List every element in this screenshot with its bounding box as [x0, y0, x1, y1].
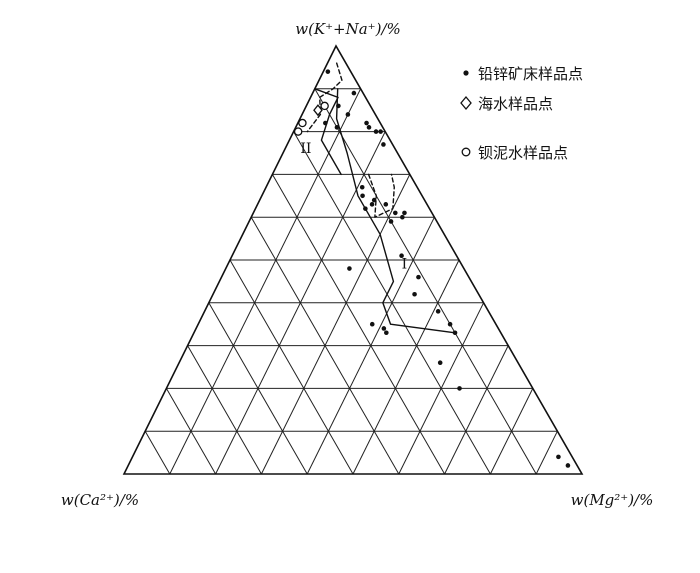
data-point-lead-zinc — [447, 321, 453, 327]
legend: 铅锌矿床样品点 海水样品点 钡泥水样品点 — [460, 65, 583, 162]
legend-entry-1: 海水样品点 — [460, 95, 553, 113]
data-point-barium-mud-water — [298, 118, 307, 128]
axis-label-right: w(Mg²⁺)/% — [571, 491, 654, 509]
data-point-lead-zinc — [336, 103, 341, 109]
data-point-lead-zinc — [381, 326, 387, 331]
data-point-lead-zinc — [416, 274, 421, 280]
grid-line — [229, 259, 354, 475]
data-point-lead-zinc — [565, 463, 571, 468]
data-point-lead-zinc — [325, 69, 331, 74]
data-point-lead-zinc — [556, 454, 561, 460]
data-point-lead-zinc — [399, 253, 404, 259]
data-point-lead-zinc — [369, 202, 375, 207]
legend-entry-2: 钡泥水样品点 — [461, 144, 568, 162]
data-point-lead-zinc — [351, 90, 357, 96]
data-point-lead-zinc — [435, 309, 441, 314]
data-point-barium-mud-water — [320, 101, 329, 111]
data-point-lead-zinc — [400, 214, 405, 220]
region-label-layer: III — [300, 141, 407, 273]
data-point-lead-zinc — [388, 219, 394, 224]
axis-label-top: w(K⁺+Na⁺)/% — [295, 20, 401, 38]
data-point-seawater — [313, 104, 323, 117]
data-point-lead-zinc — [381, 142, 386, 147]
axis-label-left: w(Ca²⁺)/% — [61, 491, 139, 509]
boundary-curve-2 — [306, 62, 343, 133]
grid-layer — [144, 88, 558, 475]
data-point-lead-zinc — [373, 129, 379, 134]
data-point-lead-zinc — [452, 330, 458, 336]
region-label-2: I — [402, 257, 408, 273]
data-point-lead-zinc — [457, 386, 462, 391]
data-point-lead-zinc — [323, 120, 328, 126]
region-label-1: II — [300, 141, 311, 157]
data-point-lead-zinc — [412, 291, 417, 297]
data-point-lead-zinc — [437, 360, 443, 366]
grid-line — [314, 88, 537, 475]
data-point-lead-zinc — [359, 184, 365, 190]
triangle-frame — [122, 44, 584, 475]
data-point-lead-zinc — [364, 120, 369, 126]
data-point-lead-zinc — [334, 125, 340, 130]
legend-entry-0: 铅锌矿床样品点 — [463, 65, 583, 83]
legend-marker-open-circle — [461, 147, 471, 157]
grid-line — [444, 345, 509, 475]
grid-line — [208, 302, 308, 475]
data-point-lead-zinc — [371, 197, 377, 203]
data-point-lead-zinc — [369, 321, 375, 327]
data-point-barium-mud-water — [293, 127, 303, 136]
grid-line — [260, 174, 411, 475]
grid-line — [144, 430, 171, 475]
data-point-lead-zinc — [366, 125, 372, 130]
data-point-lead-zinc — [378, 129, 383, 134]
grid-line — [352, 259, 460, 475]
grid-line — [187, 345, 262, 475]
legend-label-1: 海水样品点 — [478, 95, 553, 113]
grid-line — [535, 430, 558, 475]
legend-label-2: 钡泥水样品点 — [478, 144, 568, 162]
boundary-curve-1 — [314, 88, 342, 176]
data-point-lead-zinc — [393, 210, 398, 216]
data-point-lead-zinc — [383, 202, 389, 207]
point-layer — [293, 69, 571, 468]
data-point-lead-zinc — [363, 206, 368, 211]
boundary-curve-0 — [335, 88, 456, 334]
data-point-lead-zinc — [347, 266, 352, 271]
data-point-lead-zinc — [345, 112, 351, 117]
legend-marker-filled-dot — [463, 70, 469, 76]
data-point-lead-zinc — [402, 210, 407, 216]
data-point-lead-zinc — [384, 330, 389, 336]
grid-line — [165, 388, 217, 475]
legend-label-0: 铅锌矿床样品点 — [478, 65, 583, 83]
grid-line — [271, 174, 446, 475]
boundary-curve-3 — [367, 173, 395, 218]
data-point-lead-zinc — [360, 193, 365, 199]
boundary-layer — [306, 62, 456, 334]
grid-line — [169, 88, 362, 475]
legend-marker-open-diamond — [460, 95, 472, 111]
grid-line — [489, 388, 534, 475]
grid-line — [398, 302, 485, 475]
